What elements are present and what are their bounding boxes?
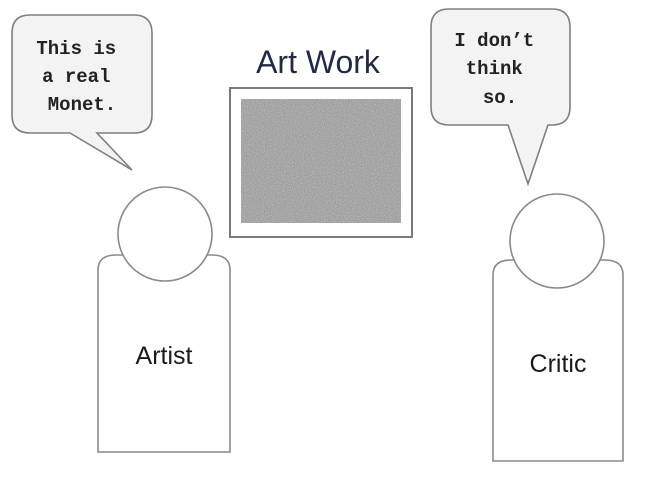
artist-speech-bubble-shape: [11, 14, 153, 171]
critic-speech-line-1: I don’t: [454, 30, 534, 52]
critic-speech-line-2: think: [466, 58, 523, 80]
artist-figure: Artist: [97, 186, 231, 453]
artist-body: [97, 254, 231, 453]
artist-speech-line-1: This is: [36, 38, 116, 60]
artwork-title: Art Work: [256, 44, 381, 80]
artwork-canvas-texture: [241, 99, 401, 223]
critic-speech-bubble: I don’t think so.: [430, 8, 571, 187]
critic-speech-line-3: so.: [483, 87, 517, 109]
critic-speech-bubble-shape: [430, 8, 571, 187]
artist-label: Artist: [136, 342, 193, 370]
artist-speech-bubble: This is a real Monet.: [11, 14, 153, 171]
critic-speech-text: I don’t think so.: [454, 30, 545, 109]
critic-head: [509, 193, 605, 289]
artist-speech-line-3: Monet.: [48, 94, 116, 116]
critic-label: Critic: [530, 350, 587, 378]
critic-figure: Critic: [492, 193, 624, 462]
artist-head: [117, 186, 213, 282]
artwork-frame: [229, 87, 413, 238]
artist-speech-text: This is a real Monet.: [36, 38, 127, 116]
critic-body: [492, 259, 624, 462]
artist-speech-line-2: a real: [42, 66, 110, 88]
